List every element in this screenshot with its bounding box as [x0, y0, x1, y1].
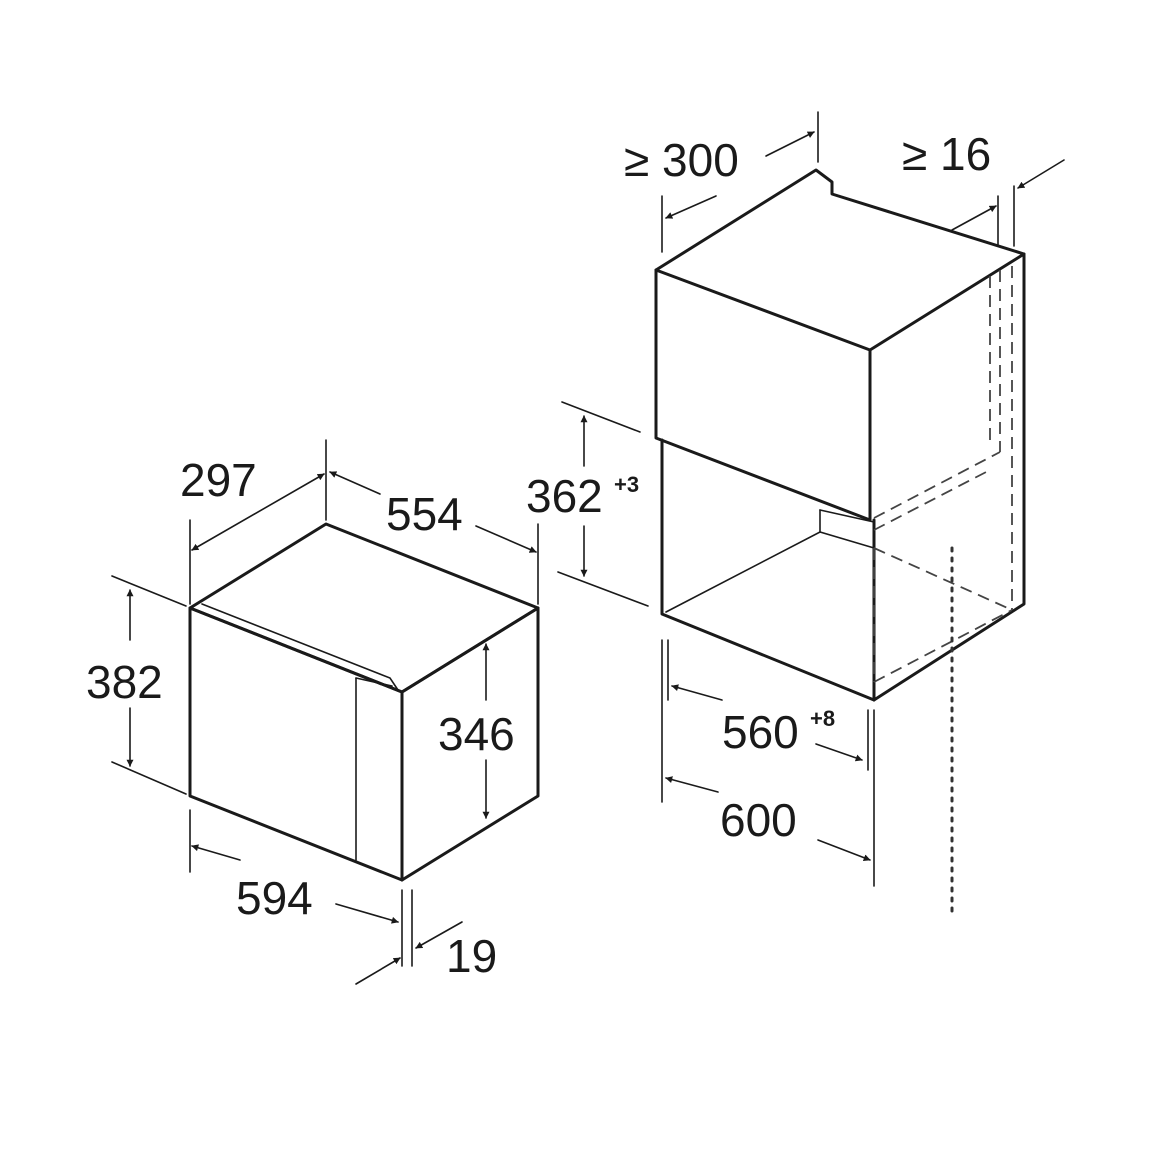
arrow-594b: [335, 903, 399, 924]
appliance-side-face: [400, 606, 540, 882]
dim-600-label: 600: [720, 794, 797, 846]
dim-346-label: 346: [438, 708, 515, 760]
dim-560-label: 560: [722, 706, 799, 758]
arrow-560a: [671, 684, 723, 701]
dim-297-label: 297: [180, 454, 257, 506]
dim-min-16-label: ≥ 16: [902, 128, 991, 180]
cabinet-dimension-arrows: [580, 131, 1065, 862]
arrow-300a: [665, 195, 717, 219]
dim-19-label: 19: [446, 930, 497, 982]
arrow-19b: [415, 921, 463, 949]
dim-560-tolerance: +8: [810, 706, 835, 731]
arrow-554: [329, 471, 381, 495]
arrow-554b: [475, 525, 537, 553]
cabinet-top: [654, 168, 1026, 352]
arrow-19a: [355, 957, 401, 985]
niche-floor: [665, 531, 875, 613]
dim-594-label: 594: [236, 872, 313, 924]
dim-382-label: 382: [86, 656, 163, 708]
arrow-300b: [765, 131, 815, 157]
arrow-16a: [951, 205, 997, 231]
dim-min-300-label: ≥ 300: [624, 134, 739, 186]
arrow-600a: [665, 776, 719, 793]
niche-opening: [660, 438, 876, 702]
arrow-600b: [817, 839, 871, 862]
appliance-door-inner: [355, 677, 393, 687]
cabinet-drawing: [654, 168, 1026, 918]
appliance-dimension-arrows: [126, 471, 537, 985]
appliance-drawing: [188, 522, 540, 882]
cabinet-labels: ≥ 300 ≥ 16 362 +3 560 +8 600: [526, 128, 991, 846]
niche-back-top: [819, 509, 875, 523]
dim-362-tolerance: +3: [614, 472, 639, 497]
arrow-560b: [815, 743, 863, 762]
appliance-extension-lines: [111, 439, 539, 967]
dim-362-label: 362: [526, 470, 603, 522]
cabinet-extension-lines: [557, 111, 1015, 887]
arrow-16b: [1017, 159, 1065, 189]
cabinet-upper-front: [654, 268, 872, 522]
arrow-594a: [191, 844, 241, 861]
cabinet-right-side: [872, 252, 1026, 702]
arrow-297: [191, 473, 325, 551]
dim-554-label: 554: [386, 488, 463, 540]
appliance-labels: 297 554 382 346 594 19: [86, 454, 515, 982]
appliance-door-frame: [201, 603, 399, 691]
